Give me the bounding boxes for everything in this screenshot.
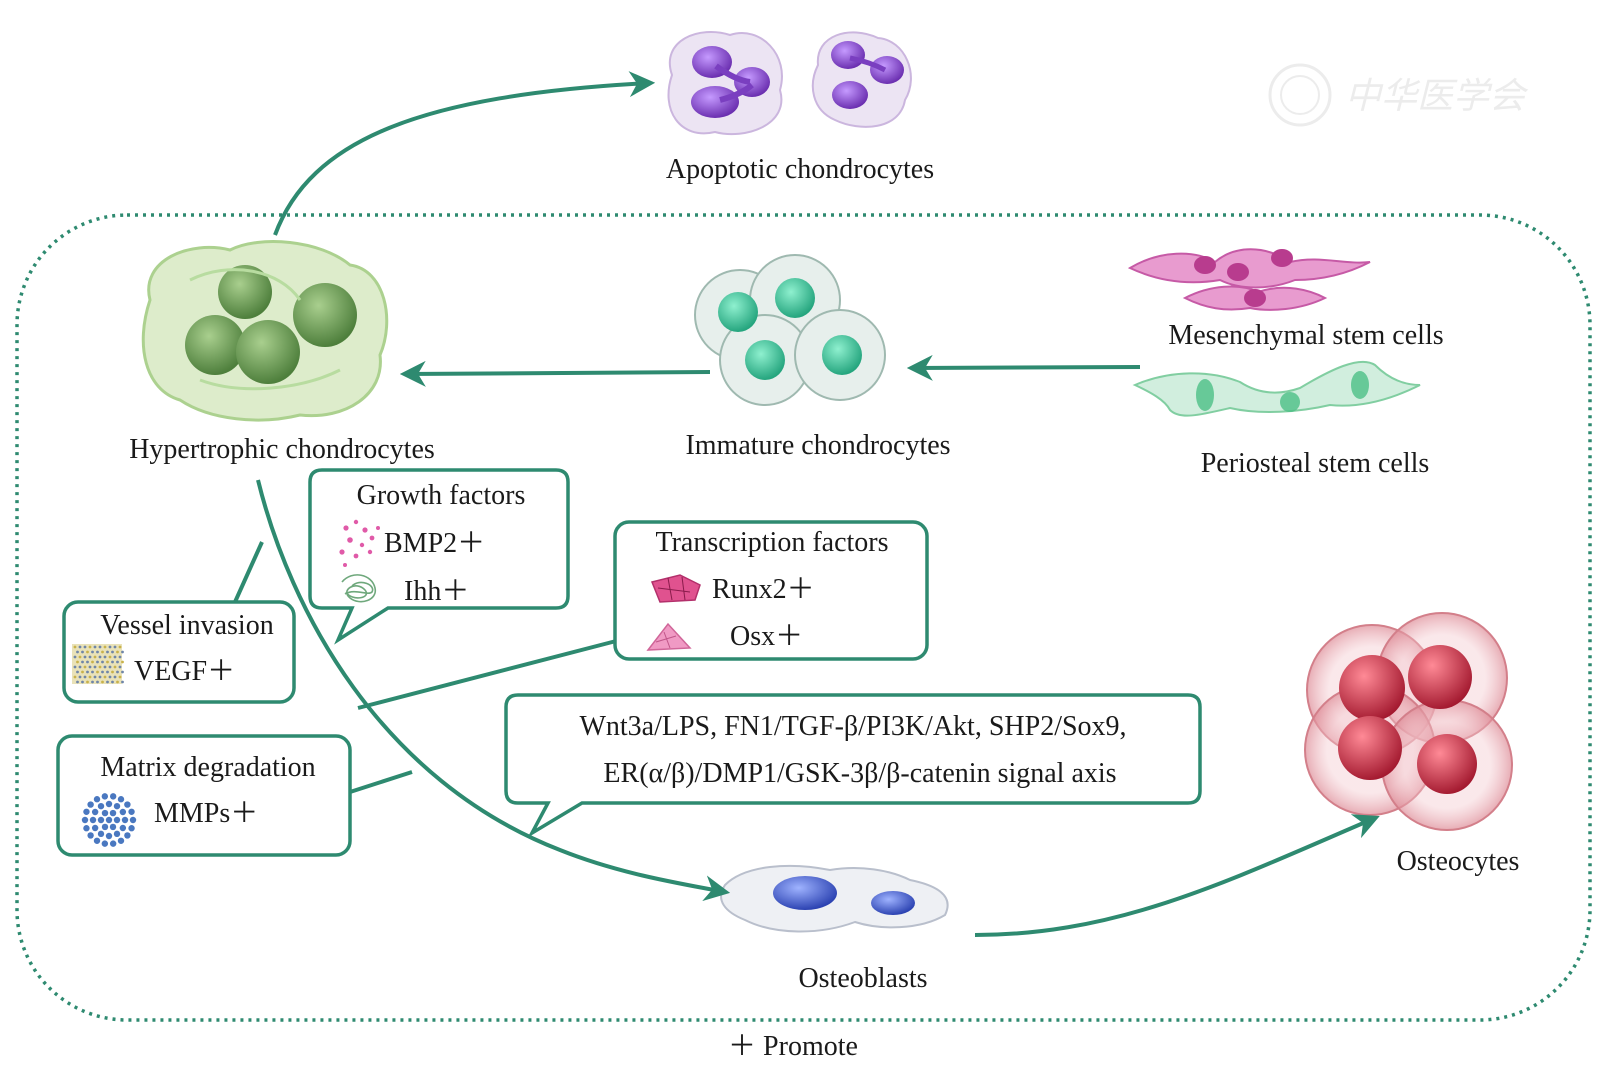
- connector-matrix: [349, 770, 413, 794]
- arrow-stemcells-to-immature: [906, 354, 1141, 381]
- vegf-icon: [72, 644, 124, 684]
- ihh-label: Ihh＋: [404, 576, 469, 607]
- arrow-hypertrophic-to-apoptotic: [273, 71, 656, 236]
- hypertrophic-chondrocytes-illustration: [141, 240, 389, 422]
- legend-promote: ＋ Promote: [728, 1031, 858, 1062]
- signal-axis-line-2: ER(α/β)/DMP1/GSK-3β/β-catenin signal axi…: [603, 758, 1116, 789]
- ihh-icon: [341, 574, 376, 603]
- immature-chondrocytes-label: Immature chondrocytes: [685, 430, 950, 461]
- osx-icon: [646, 622, 692, 651]
- osteoblasts-illustration: [720, 864, 949, 933]
- connector-transcription: [357, 638, 621, 710]
- mesenchymal-stem-cells-illustration: [1127, 248, 1371, 311]
- transcription-factors-box: [613, 520, 929, 661]
- mmps-icon: [81, 793, 137, 847]
- arrow-immature-to-hypertrophic: [399, 360, 711, 387]
- signal-axis-box: [504, 693, 1202, 838]
- signal-axis-line-1: Wnt3a/LPS, FN1/TGF-β/PI3K/Akt, SHP2/Sox9…: [579, 711, 1126, 742]
- vegf-label: VEGF＋: [134, 656, 235, 687]
- svg-text:中华医学会: 中华医学会: [1345, 76, 1529, 117]
- osteocytes-label: Osteocytes: [1397, 846, 1520, 877]
- hypertrophic-chondrocytes-label: Hypertrophic chondrocytes: [129, 434, 435, 465]
- growth-factors-box: [308, 468, 570, 645]
- connector-vessel: [233, 541, 264, 603]
- runx2-icon: [650, 574, 701, 603]
- arrow-hypertrophic-to-osteoblasts: [256, 479, 731, 902]
- osteocytes-illustration: [1304, 612, 1513, 831]
- transcription-factors-title: Transcription factors: [655, 527, 888, 558]
- arrow-osteoblasts-to-osteocytes: [974, 814, 1380, 937]
- mesenchymal-stem-cells-label: Mesenchymal stem cells: [1168, 320, 1443, 351]
- growth-factors-title: Growth factors: [357, 480, 526, 511]
- matrix-degradation-title: Matrix degradation: [100, 752, 315, 783]
- bmp2-icon: [339, 519, 380, 567]
- bmp2-label: BMP2＋: [384, 528, 485, 559]
- periosteal-stem-cells-label: Periosteal stem cells: [1201, 448, 1430, 479]
- apoptotic-chondrocytes-label: Apoptotic chondrocytes: [666, 154, 934, 185]
- tissue-boundary: [15, 213, 1592, 1022]
- apoptotic-chondrocytes-illustration: [667, 30, 912, 136]
- runx2-label: Runx2＋: [712, 574, 815, 605]
- immature-chondrocytes-illustration: [694, 254, 886, 406]
- osx-label: Osx＋: [730, 621, 803, 652]
- vessel-invasion-title: Vessel invasion: [100, 610, 273, 641]
- watermark-logo: 中华医学会: [1268, 63, 1529, 127]
- periosteal-stem-cells-illustration: [1132, 360, 1421, 417]
- mmps-label: MMPs＋: [154, 798, 258, 829]
- osteoblasts-label: Osteoblasts: [798, 963, 927, 994]
